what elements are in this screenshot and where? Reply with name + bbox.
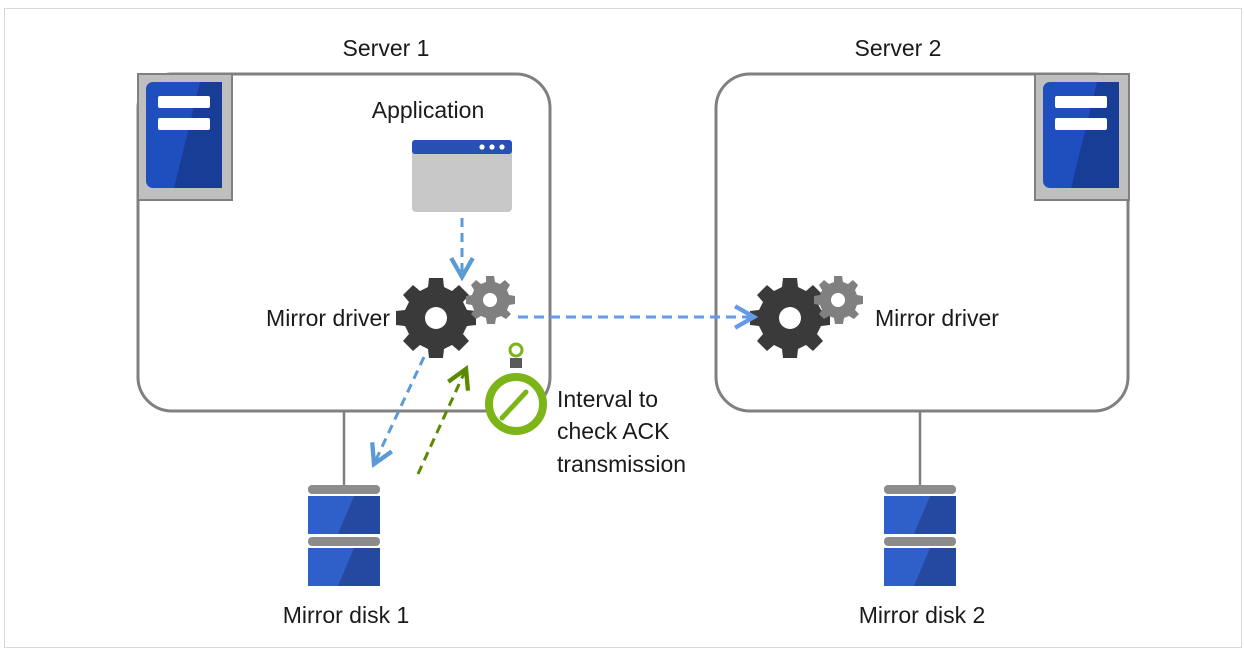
interval-note-line-1: Interval to [557, 386, 658, 412]
mirror-disk-2-label: Mirror disk 2 [859, 602, 986, 628]
server-1-icon [137, 73, 233, 201]
mirror-replication-diagram: Server 1 Server 2 Application Mirror dri… [136, 35, 1130, 628]
mirror-driver-2-label: Mirror driver [875, 305, 999, 331]
server-1-title: Server 1 [343, 35, 430, 61]
mirror-driver-1-label: Mirror driver [266, 305, 390, 331]
driver-to-disk-arrow [370, 356, 426, 468]
server-2-icon [1034, 73, 1130, 201]
application-window-icon [412, 140, 512, 212]
gear-icon [396, 278, 476, 358]
application-label: Application [372, 97, 485, 123]
interval-note-line-2: check ACK [557, 418, 670, 444]
gear-icon [750, 278, 830, 358]
ack-arrow [416, 365, 471, 475]
stopwatch-icon [485, 342, 547, 435]
disk-icon [308, 485, 380, 586]
disk-icon [884, 485, 956, 586]
server-2-title: Server 2 [855, 35, 942, 61]
interval-note-line-3: transmission [557, 451, 686, 477]
mirror-disk-1-label: Mirror disk 1 [283, 602, 410, 628]
